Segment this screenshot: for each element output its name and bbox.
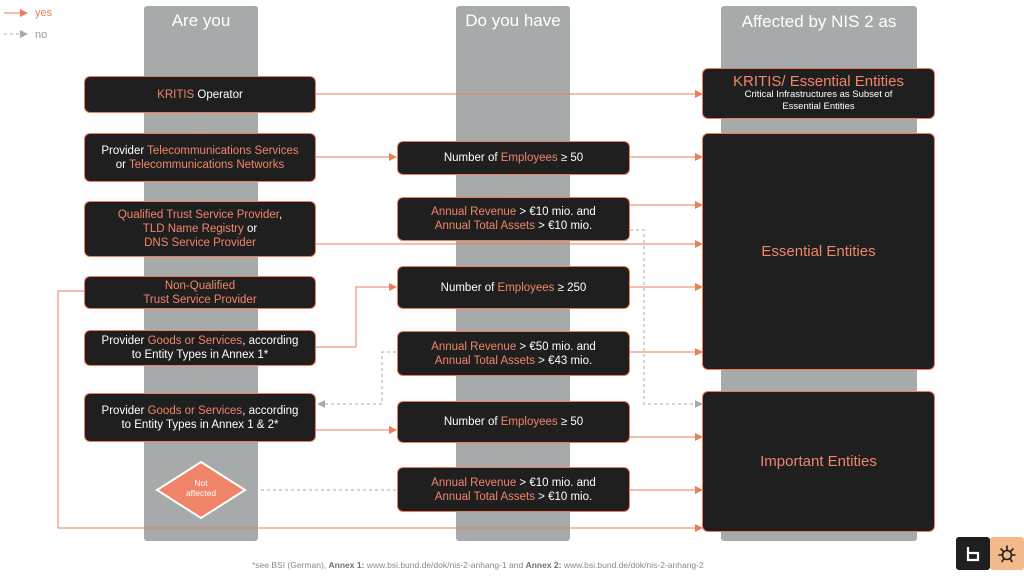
kritis-essential-sub2: Essential Entities	[782, 100, 855, 112]
annex12-l1a: Provider	[101, 404, 148, 417]
rev50-l2a: Annual Total Assets	[434, 354, 535, 367]
rev50-l2b: > €43 mio.	[534, 354, 593, 367]
footnote: *see BSI (German), Annex 1: www.bsi.bund…	[252, 560, 704, 570]
nonq-l1: Non-Qualified	[164, 279, 236, 292]
rev10a-l1a: Annual Revenue	[431, 206, 517, 218]
box-employees-50-b: Number of Employees ≥ 50	[397, 401, 630, 443]
legend-no: no	[35, 29, 48, 41]
box-important-entities: Important Entities	[702, 391, 935, 532]
rev10b-l1a: Annual Revenue	[431, 476, 517, 489]
box-trust-tld-dns: Qualified Trust Service Provider, TLD Na…	[84, 201, 316, 257]
not-affected-diamond	[155, 460, 247, 520]
emp50b-c: ≥ 50	[557, 416, 584, 428]
annex12-l1c: , according	[242, 404, 299, 417]
not-affected-label: Not affected	[170, 478, 232, 498]
emp50b-b: Employees	[500, 416, 558, 428]
column-title-are-you: Are you	[171, 11, 231, 30]
emp250-a: Number of	[440, 281, 498, 294]
trust-l2b: or	[243, 223, 258, 235]
annex1-l1a: Provider	[101, 335, 148, 347]
rev50-l1b: > €50 mio. and	[516, 340, 596, 353]
box-annex12-provider: Provider Goods or Services, according to…	[84, 393, 316, 442]
nonq-l2: Trust Service Provider	[143, 293, 257, 306]
column-title-do-you-have: Do you have	[465, 11, 561, 30]
box-non-qualified-trust: Non-Qualified Trust Service Provider	[84, 276, 316, 309]
footnote-a: *see BSI (German),	[252, 560, 329, 570]
emp50a-c: ≥ 50	[557, 152, 584, 164]
telecom-l1b: Telecommunications Services	[147, 144, 299, 157]
trust-l3: DNS Service Provider	[144, 237, 256, 249]
trust-l1b: ,	[278, 209, 283, 221]
kritis-rest: Operator	[194, 88, 243, 101]
box-telecom-provider: Provider Telecommunications Services or …	[84, 133, 316, 182]
telecom-l2b: Telecommunications Networks	[128, 158, 285, 171]
annex12-l1b: Goods or Services	[147, 404, 243, 417]
rev10b-l2b: > €10 mio.	[534, 490, 593, 503]
box-kritis-essential: KRITIS/ Essential Entities Critical Infr…	[702, 68, 935, 119]
annex1-l1b: Goods or Services	[147, 335, 243, 347]
box-employees-50-a: Number of Employees ≥ 50	[397, 141, 630, 175]
annex1-l2: to Entity Types in Annex 1*	[131, 349, 269, 361]
not-affected-l2: affected	[185, 488, 217, 498]
column-title-affected: Affected by NIS 2 as	[741, 12, 897, 31]
b-logo-icon	[956, 537, 990, 570]
rev10b-l1b: > €10 mio. and	[516, 476, 596, 489]
footnote-e: www.bsi.bund.de/dok/nis-2-anhang-2	[561, 560, 704, 570]
trust-l2a: TLD Name Registry	[142, 223, 244, 235]
rev10b-l2a: Annual Total Assets	[434, 490, 535, 503]
emp250-c: ≥ 250	[554, 281, 587, 294]
box-employees-250: Number of Employees ≥ 250	[397, 266, 630, 309]
trust-l1a: Qualified Trust Service Provider	[117, 209, 279, 221]
footnote-c: www.bsi.bund.de/dok/nis-2-anhang-1 and	[364, 560, 526, 570]
emp250-b: Employees	[497, 281, 555, 294]
kritis-highlight: KRITIS	[157, 88, 195, 101]
kritis-essential-title: KRITIS/ Essential Entities	[733, 72, 904, 90]
emp50b-a: Number of	[443, 416, 501, 428]
footnote-b: Annex 1:	[328, 560, 365, 570]
legend-yes: yes	[35, 7, 53, 19]
annex12-l2: to Entity Types in Annex 1 & 2*	[121, 418, 279, 431]
rev10a-l1b: > €10 mio. and	[516, 206, 596, 218]
kritis-essential-sub1: Critical Infrastructures as Subset of	[744, 88, 893, 100]
box-revenue-50: Annual Revenue > €50 mio. and Annual Tot…	[397, 331, 630, 376]
box-annex1-provider: Provider Goods or Services, according to…	[84, 330, 316, 366]
annex1-l1c: , according	[242, 335, 299, 347]
rev10a-l2b: > €10 mio.	[534, 220, 593, 232]
telecom-l1a: Provider	[101, 144, 148, 157]
emp50a-b: Employees	[500, 152, 558, 164]
essential-entities-label: Essential Entities	[761, 242, 876, 260]
footnote-d: Annex 2:	[525, 560, 562, 570]
rev10a-l2a: Annual Total Assets	[434, 220, 535, 232]
important-entities-label: Important Entities	[760, 452, 877, 470]
rev50-l1a: Annual Revenue	[431, 340, 517, 353]
not-affected-l1: Not	[194, 478, 208, 488]
box-revenue-10-b: Annual Revenue > €10 mio. and Annual Tot…	[397, 467, 630, 512]
telecom-l2a: or	[115, 158, 129, 171]
box-essential-entities: Essential Entities	[702, 133, 935, 370]
box-revenue-10-a: Annual Revenue > €10 mio. and Annual Tot…	[397, 197, 630, 241]
box-kritis-operator: KRITIS Operator	[84, 76, 316, 113]
shield-bug-icon	[990, 537, 1024, 570]
emp50a-a: Number of	[443, 152, 501, 164]
